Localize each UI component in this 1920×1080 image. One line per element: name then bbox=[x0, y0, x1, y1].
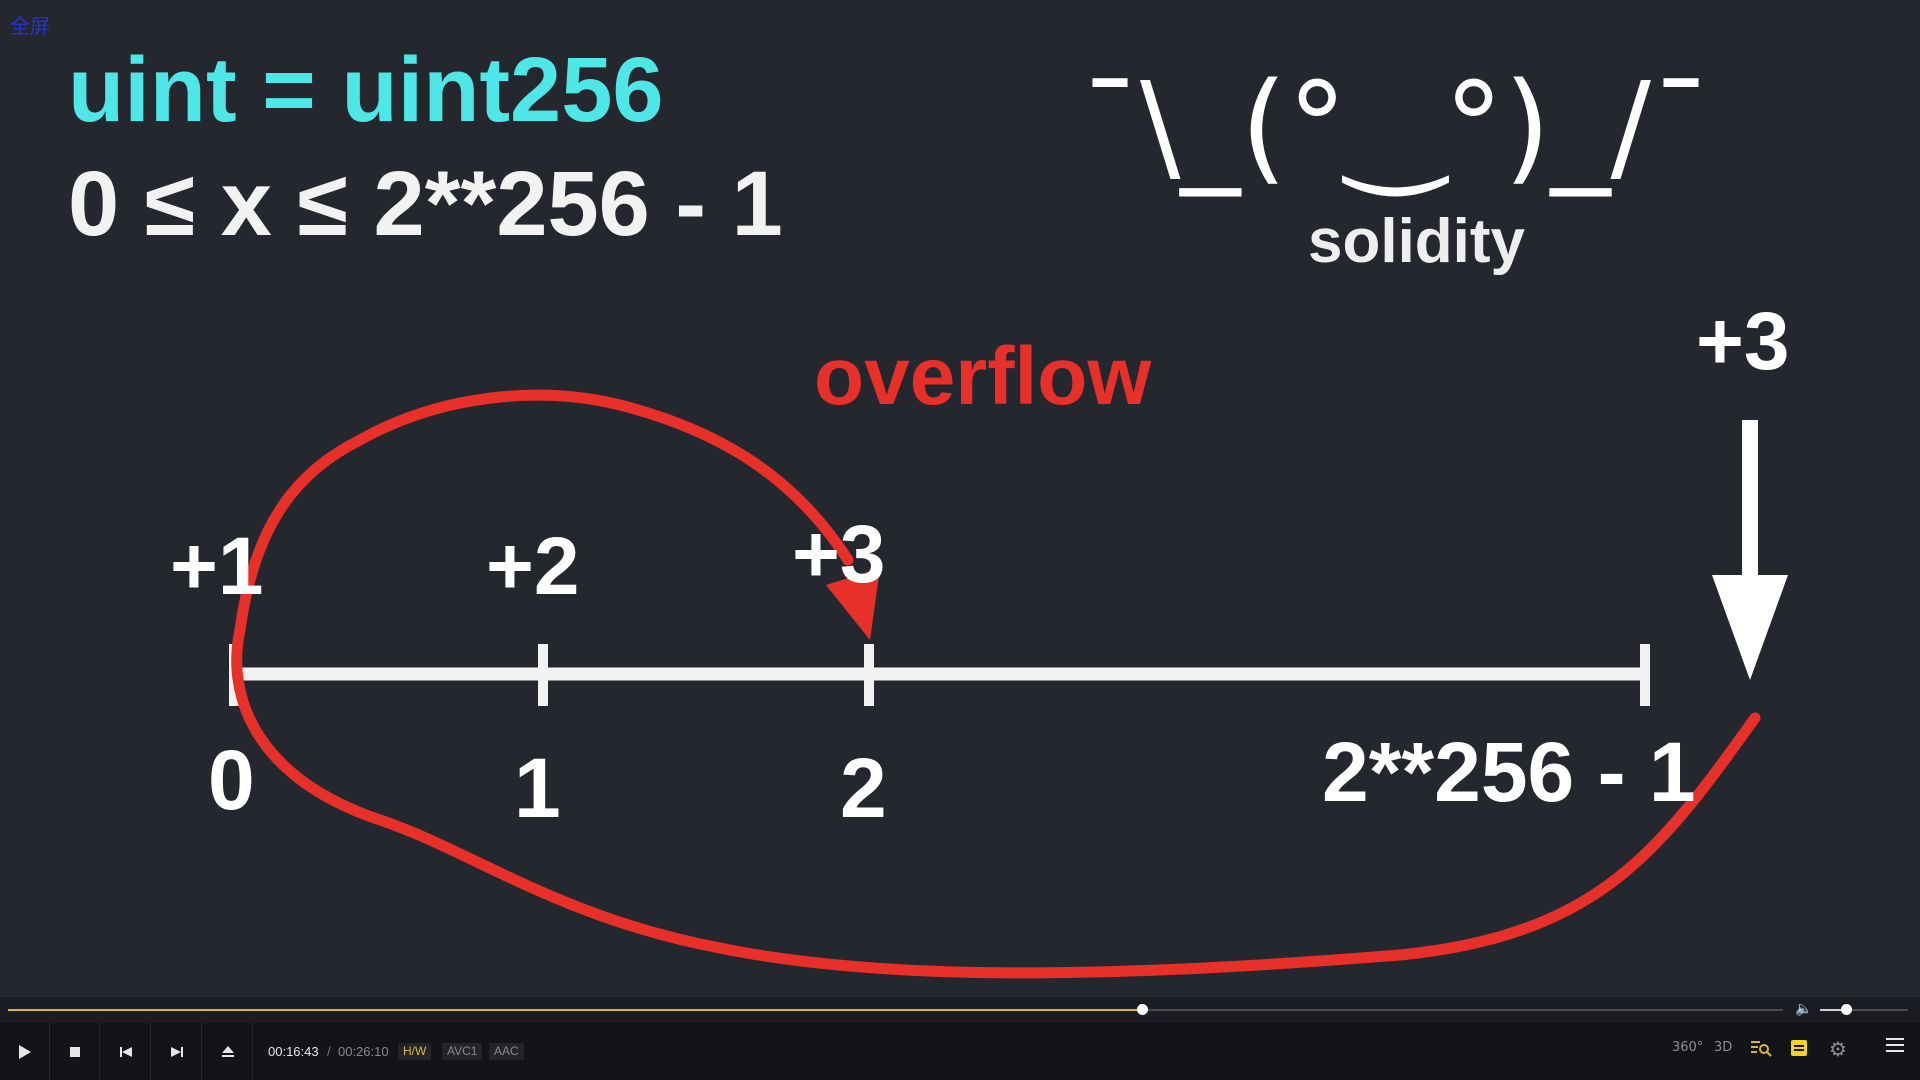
overflow-label: overflow bbox=[814, 331, 1152, 422]
stereo-3d-button[interactable]: 3D bbox=[1714, 1040, 1733, 1055]
eject-icon bbox=[221, 1046, 234, 1057]
slide-title: uint = uint256 bbox=[68, 39, 664, 141]
play-button[interactable] bbox=[0, 1023, 50, 1080]
volume-level bbox=[1820, 1009, 1847, 1011]
speaker-icon[interactable]: 🔈 bbox=[1795, 1001, 1813, 1017]
seekbar-row: 🔈 bbox=[0, 997, 1920, 1023]
down-arrow-head bbox=[1712, 575, 1788, 680]
video-frame[interactable]: 全屏 uint = uint256 0 ≤ x ≤ 2**256 - 1 ¯\_… bbox=[0, 0, 1920, 997]
previous-button[interactable] bbox=[101, 1023, 151, 1080]
step-label: +1 bbox=[170, 521, 264, 612]
playlist-search-icon bbox=[1751, 1041, 1772, 1057]
overflow-diagram bbox=[229, 389, 1788, 979]
subtitle-icon bbox=[1791, 1040, 1807, 1056]
hardware-decode-badge[interactable]: H/W bbox=[398, 1043, 432, 1060]
volume-handle[interactable] bbox=[1841, 1004, 1853, 1015]
audio-codec-badge[interactable]: AAC bbox=[489, 1043, 524, 1060]
fullscreen-label[interactable]: 全屏 bbox=[10, 14, 50, 38]
shrug-emoticon: ¯\_(°‿°)_/¯ bbox=[1080, 58, 1711, 197]
tick-label: 2**256 - 1 bbox=[1322, 725, 1696, 819]
step-label: +2 bbox=[486, 521, 580, 612]
next-button[interactable] bbox=[152, 1023, 202, 1080]
overflow-loop-path bbox=[231, 389, 1761, 979]
vr-360-button[interactable]: 360° bbox=[1672, 1040, 1704, 1055]
gear-icon: ⚙ bbox=[1829, 1037, 1847, 1061]
overflow-arrowhead bbox=[826, 568, 880, 640]
tick-label: 1 bbox=[514, 741, 561, 835]
stop-icon bbox=[69, 1046, 80, 1057]
play-icon bbox=[18, 1044, 31, 1059]
open-file-button[interactable] bbox=[203, 1023, 253, 1080]
menu-button[interactable] bbox=[1886, 1038, 1904, 1056]
settings-button[interactable]: ⚙ bbox=[1829, 1037, 1847, 1061]
tick-label: 2 bbox=[840, 741, 887, 835]
volume-slider[interactable] bbox=[1820, 1004, 1908, 1015]
seek-bar[interactable] bbox=[8, 1004, 1783, 1015]
hamburger-menu-icon bbox=[1886, 1038, 1904, 1052]
playlist-search-button[interactable] bbox=[1750, 1039, 1772, 1061]
time-separator: / bbox=[327, 1044, 331, 1059]
control-bar: 00:16:43 / 00:26:10 H/W AVC1 AAC 360° 3D… bbox=[0, 1023, 1920, 1080]
skip-back-icon bbox=[119, 1046, 132, 1057]
seek-bar-handle[interactable] bbox=[1137, 1004, 1149, 1015]
step-label-top: +3 bbox=[1696, 296, 1790, 387]
stop-button[interactable] bbox=[50, 1023, 100, 1080]
current-time: 00:16:43 bbox=[268, 1044, 319, 1059]
tick-label: 0 bbox=[208, 733, 255, 827]
slide-subtitle: solidity bbox=[1308, 207, 1526, 276]
skip-forward-icon bbox=[170, 1046, 183, 1057]
slide-range-formula: 0 ≤ x ≤ 2**256 - 1 bbox=[68, 153, 783, 255]
total-time: 00:26:10 bbox=[338, 1044, 389, 1059]
seek-bar-progress bbox=[8, 1009, 1143, 1011]
step-label: +3 bbox=[792, 509, 886, 600]
subtitle-button[interactable] bbox=[1791, 1040, 1807, 1060]
video-codec-badge[interactable]: AVC1 bbox=[442, 1043, 483, 1060]
